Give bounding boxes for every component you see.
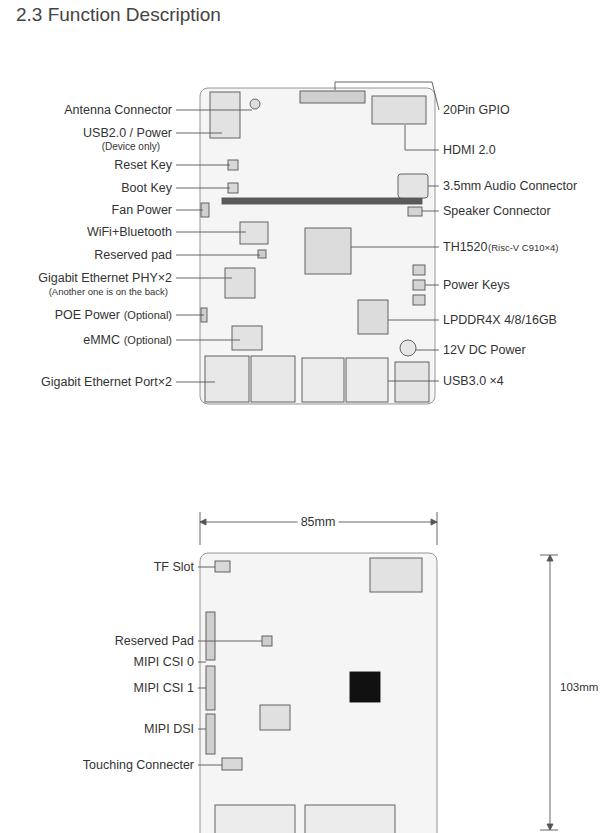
leader-line bbox=[176, 315, 204, 316]
leader-line bbox=[198, 641, 262, 642]
callout-label: (Risc-V C910×4) bbox=[488, 243, 558, 254]
emmc-chip bbox=[232, 326, 262, 350]
callout-label: (Optional) bbox=[124, 309, 172, 322]
callout-label: 12V DC Power bbox=[443, 343, 526, 357]
usb-connector bbox=[210, 92, 240, 138]
leader-line bbox=[176, 110, 252, 111]
callout-label: (Another one is on the back) bbox=[49, 287, 168, 298]
leader-line bbox=[176, 165, 230, 166]
leader-line bbox=[198, 729, 206, 730]
power-key bbox=[413, 265, 425, 275]
tf-slot bbox=[215, 561, 230, 572]
callout-label: 103mm bbox=[560, 681, 598, 694]
leader-line bbox=[388, 320, 439, 321]
callout-label: POE Power bbox=[55, 308, 120, 322]
leader-line bbox=[176, 382, 215, 383]
callout-label: LPDDR4X 4/8/16GB bbox=[443, 313, 557, 327]
leader-line bbox=[422, 211, 439, 212]
section-title: 2.3 Function Description bbox=[16, 4, 221, 26]
dimension-line bbox=[540, 555, 558, 830]
callout-label: Gigabit Ethernet PHY×2 bbox=[38, 271, 172, 285]
callout-label: MIPI CSI 0 bbox=[134, 655, 194, 669]
port-outline bbox=[215, 805, 295, 833]
leader-line bbox=[198, 688, 206, 689]
leader-line bbox=[176, 278, 232, 279]
touch-connector bbox=[222, 758, 242, 770]
callout-label: Gigabit Ethernet Port×2 bbox=[41, 375, 172, 389]
usb3-port bbox=[346, 358, 388, 402]
callout-label: Speaker Connector bbox=[443, 204, 551, 218]
leader-line bbox=[176, 232, 246, 233]
chip bbox=[260, 705, 290, 730]
audio-jack bbox=[398, 174, 428, 198]
callout-label: Fan Power bbox=[112, 203, 172, 217]
leader-line bbox=[198, 765, 222, 766]
callout-label: MIPI CSI 1 bbox=[134, 681, 194, 695]
leader-line bbox=[425, 285, 439, 286]
callout-label: HDMI 2.0 bbox=[443, 143, 496, 157]
callout-label: (Optional) bbox=[124, 334, 172, 347]
antenna-connector bbox=[250, 99, 260, 109]
leader-line bbox=[176, 340, 240, 341]
callout-label: 3.5mm Audio Connector bbox=[443, 179, 577, 193]
callout-label: Antenna Connector bbox=[64, 103, 172, 117]
ethernet-port bbox=[205, 356, 249, 402]
hdmi-connector bbox=[372, 96, 426, 124]
card-reader bbox=[370, 558, 422, 592]
board-outline bbox=[200, 88, 435, 404]
callout-label: Touching Connecter bbox=[83, 758, 194, 772]
board-outline bbox=[200, 553, 437, 833]
power-key bbox=[413, 280, 425, 290]
wifi-module bbox=[240, 222, 268, 244]
speaker-connector bbox=[408, 207, 422, 216]
callout-label: MIPI DSI bbox=[144, 722, 194, 736]
leader-line bbox=[388, 381, 439, 382]
callout-label: 20Pin GPIO bbox=[443, 103, 510, 117]
dimension-label: 85mm bbox=[298, 515, 339, 529]
reserved-pad bbox=[258, 250, 266, 258]
mipi-connector bbox=[206, 666, 215, 710]
gpio-header bbox=[300, 91, 365, 103]
ethernet-port bbox=[251, 356, 295, 402]
callout-label: (Device only) bbox=[102, 141, 160, 153]
leader-line bbox=[335, 82, 439, 110]
leader-line bbox=[198, 567, 215, 568]
soc-chip bbox=[305, 228, 351, 274]
dimension-line bbox=[200, 512, 437, 545]
dimension-arrow bbox=[547, 555, 553, 830]
callout-label: Reserved Pad bbox=[115, 634, 194, 648]
leader-line bbox=[176, 210, 203, 211]
port-outline bbox=[305, 805, 395, 833]
leader-line bbox=[405, 125, 439, 150]
callout-label: USB3.0 ×4 bbox=[443, 374, 504, 388]
callout-label: Reset Key bbox=[114, 158, 172, 172]
lpddr-chip bbox=[358, 300, 388, 334]
callout-label: TH1520 bbox=[443, 240, 487, 254]
callout-label: USB2.0 / Power bbox=[83, 126, 172, 140]
phy-chip bbox=[225, 268, 255, 298]
leader-line bbox=[416, 350, 439, 351]
logo-mark bbox=[350, 672, 380, 702]
mipi-connector bbox=[206, 714, 215, 754]
reserved-pad bbox=[262, 636, 272, 646]
leader-line bbox=[176, 133, 222, 134]
leader-line bbox=[176, 255, 260, 256]
power-key bbox=[413, 295, 425, 305]
dc-jack bbox=[400, 340, 416, 356]
leader-line bbox=[198, 662, 206, 663]
leader-line bbox=[428, 186, 439, 187]
mipi-connector bbox=[206, 612, 215, 660]
module-slot bbox=[222, 198, 422, 204]
callout-label: Power Keys bbox=[443, 278, 510, 292]
callout-label: Reserved pad bbox=[94, 248, 172, 262]
callout-label: Boot Key bbox=[121, 181, 172, 195]
usb3-port bbox=[302, 358, 344, 402]
leader-line bbox=[351, 247, 439, 248]
leader-line bbox=[176, 188, 230, 189]
callout-label: eMMC bbox=[83, 333, 120, 347]
callout-label: WiFi+Bluetooth bbox=[87, 225, 172, 239]
dc-connector bbox=[395, 362, 429, 402]
callout-label: TF Slot bbox=[154, 560, 194, 574]
